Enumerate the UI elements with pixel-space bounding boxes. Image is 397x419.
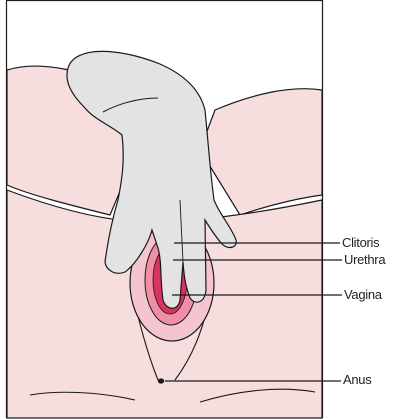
anus-label: Anus — [343, 372, 371, 387]
clitoris-label: Clitoris — [342, 235, 379, 250]
urethra-label: Urethra — [344, 252, 385, 267]
vagina-label: Vagina — [344, 287, 382, 302]
anus-point — [158, 378, 164, 383]
